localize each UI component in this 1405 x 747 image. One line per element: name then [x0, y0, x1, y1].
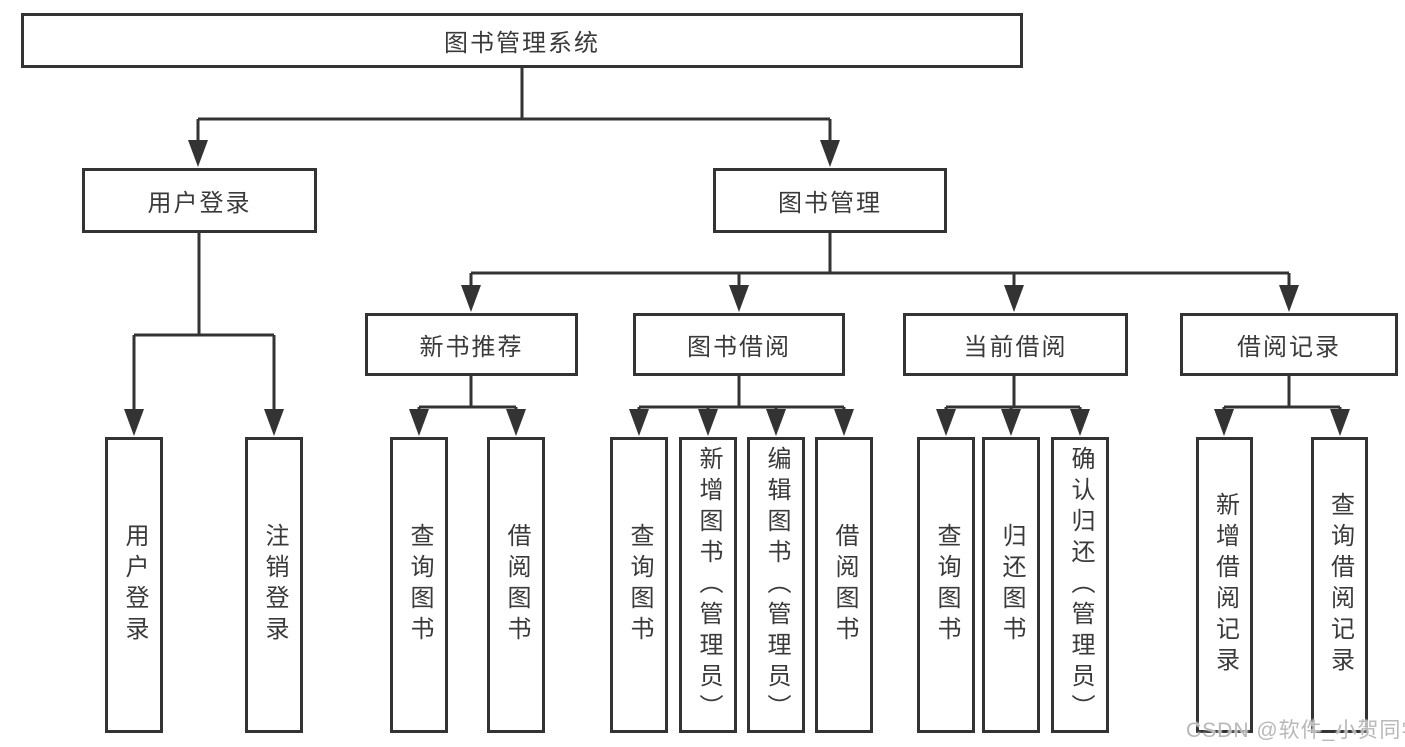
node-new-book-recommend-label: 新书推荐	[419, 334, 524, 361]
recommend-to-leaves-line	[417, 376, 518, 410]
node-borrow-records-label: 借阅记录	[1237, 334, 1341, 361]
borrow-to-leaves-line	[637, 376, 846, 410]
leaf-return-book: 归还图书	[982, 437, 1040, 733]
records-to-leaves-line	[1222, 376, 1342, 410]
arrow-down-icon	[834, 409, 854, 436]
arrow-down-icon	[1330, 409, 1350, 436]
csdn-watermark: CSDN @软件_小贺同学	[1186, 719, 1405, 742]
arrow-down-icon	[729, 285, 749, 312]
leaf-query-books-recommend: 查询图书	[390, 437, 448, 733]
leaf-query-books-borrow: 查询图书	[610, 437, 668, 733]
arrow-down-icon	[820, 140, 840, 167]
leaf-query-books-current: 查询图书	[917, 437, 975, 733]
leaf-query-books-current-label: 查询图书	[933, 523, 960, 647]
node-user-login-label: 用户登录	[147, 190, 252, 217]
user-login-to-leaves-line	[132, 233, 276, 410]
leaf-confirm-return-admin-label: 确认归还（管理员）	[1067, 445, 1094, 725]
arrow-down-icon	[409, 409, 429, 436]
node-root-label: 图书管理系统	[444, 30, 600, 57]
leaf-edit-book-admin-label: 编辑图书（管理员）	[763, 445, 790, 725]
arrow-down-icon	[461, 285, 481, 312]
node-book-borrow: 图书借阅	[633, 313, 845, 376]
leaf-return-book-label: 归还图书	[998, 523, 1025, 647]
arrow-down-icon	[264, 409, 284, 436]
leaf-edit-book-admin: 编辑图书（管理员）	[747, 437, 805, 733]
leaf-query-books-recommend-label: 查询图书	[406, 523, 433, 647]
arrow-down-icon	[506, 409, 526, 436]
leaf-user-login: 用户登录	[105, 437, 163, 733]
arrow-down-icon	[1001, 409, 1021, 436]
node-root: 图书管理系统	[21, 13, 1023, 68]
current-to-leaves-line	[944, 376, 1082, 410]
node-book-borrow-label: 图书借阅	[687, 334, 791, 361]
arrow-down-icon	[124, 409, 144, 436]
leaf-add-borrow-record-label: 新增借阅记录	[1211, 492, 1239, 678]
root-to-level2-line	[196, 68, 832, 141]
arrow-down-icon	[629, 409, 649, 436]
leaf-borrow-books-recommend: 借阅图书	[487, 437, 545, 733]
arrow-down-icon	[698, 409, 718, 436]
leaf-add-book-admin: 新增图书（管理员）	[679, 437, 737, 733]
node-book-management-label: 图书管理	[778, 190, 882, 217]
node-user-login: 用户登录	[82, 168, 317, 233]
leaf-logout: 注销登录	[245, 437, 303, 733]
leaf-logout-label: 注销登录	[261, 523, 288, 647]
book-mgmt-to-level3-line	[469, 233, 1291, 286]
leaf-add-book-admin-label: 新增图书（管理员）	[695, 445, 722, 725]
leaf-add-borrow-record: 新增借阅记录	[1196, 437, 1253, 733]
node-book-management: 图书管理	[713, 168, 947, 233]
arrow-down-icon	[936, 409, 956, 436]
arrow-down-icon	[1214, 409, 1234, 436]
node-borrow-records: 借阅记录	[1180, 313, 1398, 376]
leaf-borrow-books-borrow: 借阅图书	[815, 437, 873, 733]
arrow-down-icon	[1004, 285, 1024, 312]
leaf-confirm-return-admin: 确认归还（管理员）	[1051, 437, 1109, 733]
leaf-query-borrow-record: 查询借阅记录	[1311, 437, 1368, 733]
leaf-borrow-books-recommend-label: 借阅图书	[503, 523, 530, 647]
arrow-down-icon	[1070, 409, 1090, 436]
arrow-down-icon	[766, 409, 786, 436]
arrow-down-icon	[188, 140, 208, 167]
node-current-borrow: 当前借阅	[903, 313, 1128, 376]
leaf-borrow-books-borrow-label: 借阅图书	[831, 523, 858, 647]
arrow-down-icon	[1279, 285, 1299, 312]
leaf-query-borrow-record-label: 查询借阅记录	[1326, 492, 1354, 678]
arrowheads	[124, 140, 1350, 436]
leaf-user-login-label: 用户登录	[121, 523, 148, 647]
node-new-book-recommend: 新书推荐	[365, 313, 578, 376]
node-current-borrow-label: 当前借阅	[963, 334, 1068, 361]
leaf-query-books-borrow-label: 查询图书	[626, 523, 653, 647]
